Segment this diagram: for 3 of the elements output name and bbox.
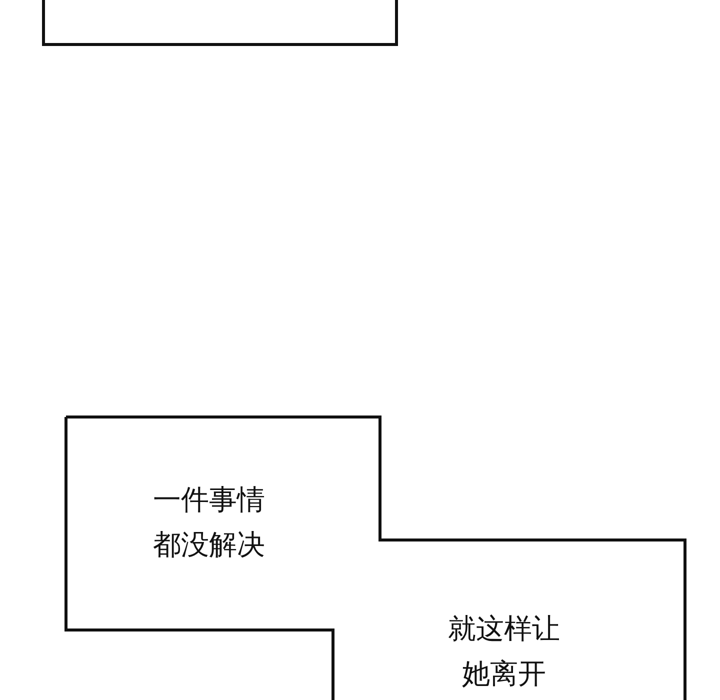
panel-frame	[42, 0, 398, 46]
caption-text: 一件事情都没解决	[152, 482, 266, 563]
caption-text: 就这样让她离开	[447, 611, 561, 692]
